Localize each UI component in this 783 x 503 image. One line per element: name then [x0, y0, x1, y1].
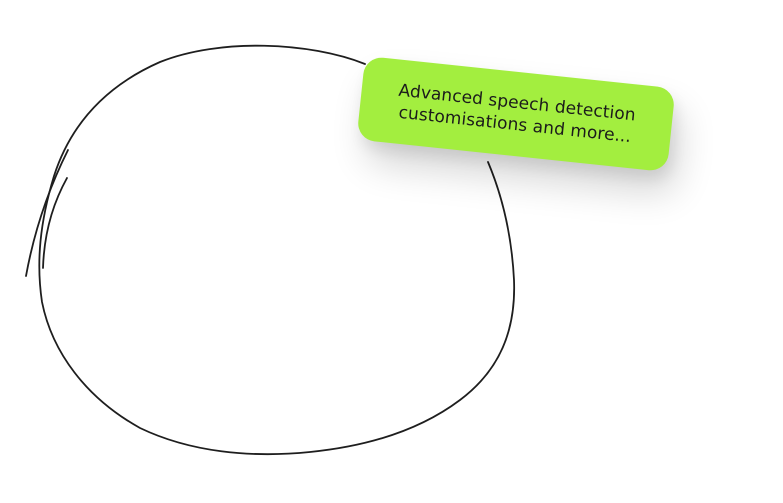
feature-callout-text: Advanced speech detection customisations…: [377, 78, 654, 150]
circle-outline-stroke: [38, 44, 516, 456]
circle-inner-stroke: [42, 177, 68, 269]
circle-overlap-stroke: [25, 149, 69, 277]
